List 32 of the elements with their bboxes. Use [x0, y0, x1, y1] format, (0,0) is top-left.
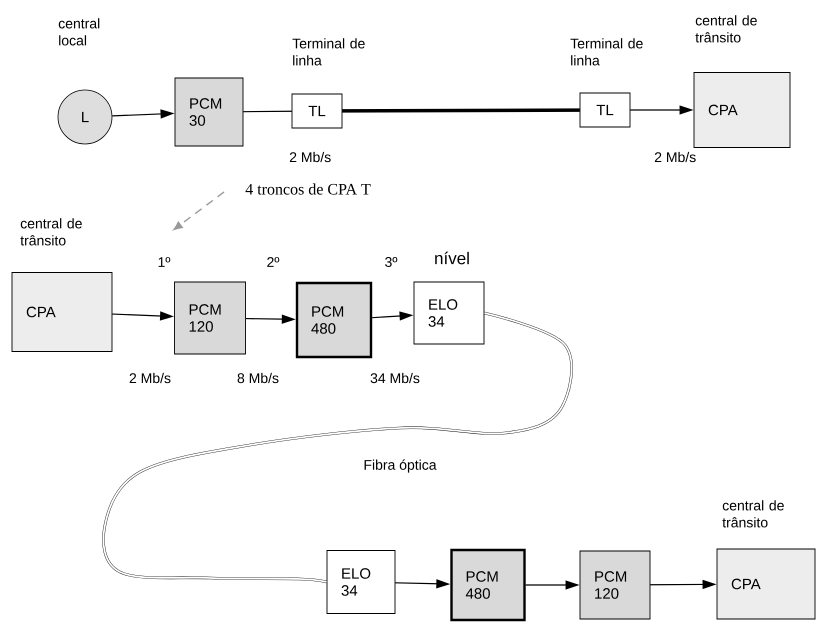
exchange-box: CPA [716, 548, 816, 620]
optical-fiber-line [102, 312, 573, 584]
caption-text: central de trânsito [695, 15, 757, 42]
exchange-box: CPA [12, 272, 112, 352]
annotation-text: 2 Mb/s [130, 372, 170, 384]
annotation-text: Fibra óptica [364, 459, 437, 473]
line-equipment-box: ELO 34 [326, 550, 396, 614]
exchange-box: CPA [694, 72, 790, 148]
caption-text: Terminal de linha [292, 38, 365, 66]
multiplexer-box: PCM 480 [296, 282, 372, 358]
line-equipment-box: ELO 34 [414, 282, 484, 344]
multiplexer-box: PCM 480 [450, 548, 526, 622]
caption-text: central local [58, 18, 100, 46]
connector-line [342, 108, 580, 113]
multiplexer-box: PCM 120 [174, 282, 246, 354]
caption-text: Terminal de linha [570, 38, 643, 66]
multiplexer-box: PCM 30 [174, 78, 244, 146]
annotation-text: 2º [267, 257, 280, 267]
annotation-text: 2 Mb/s [290, 152, 331, 162]
line-terminal-box: TL [292, 94, 342, 128]
connector-line [243, 110, 292, 112]
line-terminal-box: TL [580, 92, 630, 128]
annotation-text: 3º [385, 257, 398, 267]
annotation-text: 4 troncos de CPA T [246, 183, 371, 195]
annotation-text: 8 Mb/s [238, 372, 278, 384]
annotation-text: 1º [158, 257, 170, 267]
caption-text: central de trânsito [20, 218, 82, 246]
annotation-text: nível [435, 252, 469, 264]
annotation-text: 2 Mb/s [654, 152, 696, 162]
caption-text: central de trânsito [722, 500, 784, 528]
annotation-text: 34 Mb/s [370, 372, 420, 384]
multiplexer-box: PCM 120 [580, 550, 650, 620]
